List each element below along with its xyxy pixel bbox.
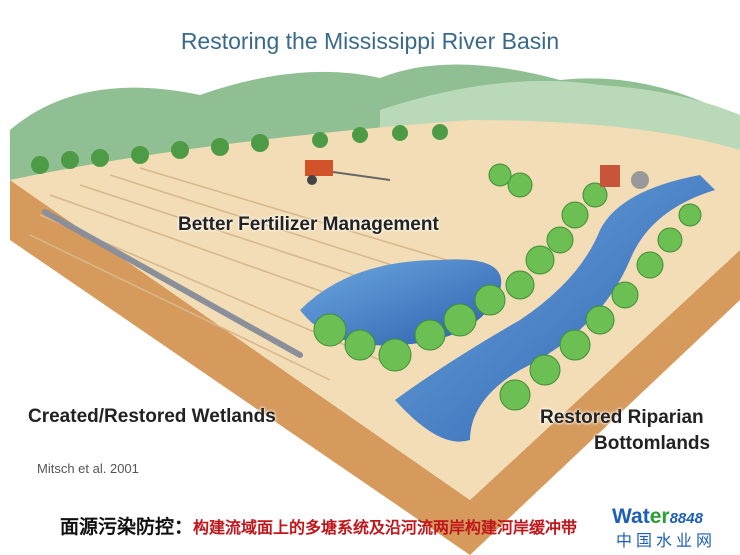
watermark-site: 中国水业网 xyxy=(616,533,717,550)
riparian-trees xyxy=(313,163,702,411)
label-riparian-line1: Restored Riparian xyxy=(540,407,704,428)
label-riparian-line2: Bottomlands xyxy=(594,433,711,454)
watermark-brand-a: Wat xyxy=(612,505,650,528)
watermark-brand: Water8848 xyxy=(612,505,703,529)
citation: Mitsch et al. 2001 xyxy=(37,461,139,476)
watermark-number: 8848 xyxy=(669,510,703,527)
caption: 面源污染防控：构建流域面上的多塘系统及沿河流两岸构建河岸缓冲带 xyxy=(60,512,577,539)
label-fertilizer-management: Better Fertilizer Management xyxy=(178,214,439,235)
farm-icon xyxy=(600,165,649,189)
caption-prefix: 面源污染防控： xyxy=(60,516,194,538)
tractor-icon xyxy=(305,160,391,185)
drain-pipe xyxy=(42,209,303,358)
tree-line xyxy=(31,124,448,174)
soil-block xyxy=(10,180,740,555)
watermark-brand-b: er xyxy=(649,505,670,528)
diagram-title: Restoring the Mississippi River Basin xyxy=(180,28,560,54)
river xyxy=(395,175,715,442)
caption-body: 构建流域面上的多塘系统及沿河流两岸构建河岸缓冲带 xyxy=(193,518,578,537)
label-wetlands: Created/Restored Wetlands xyxy=(28,406,276,427)
